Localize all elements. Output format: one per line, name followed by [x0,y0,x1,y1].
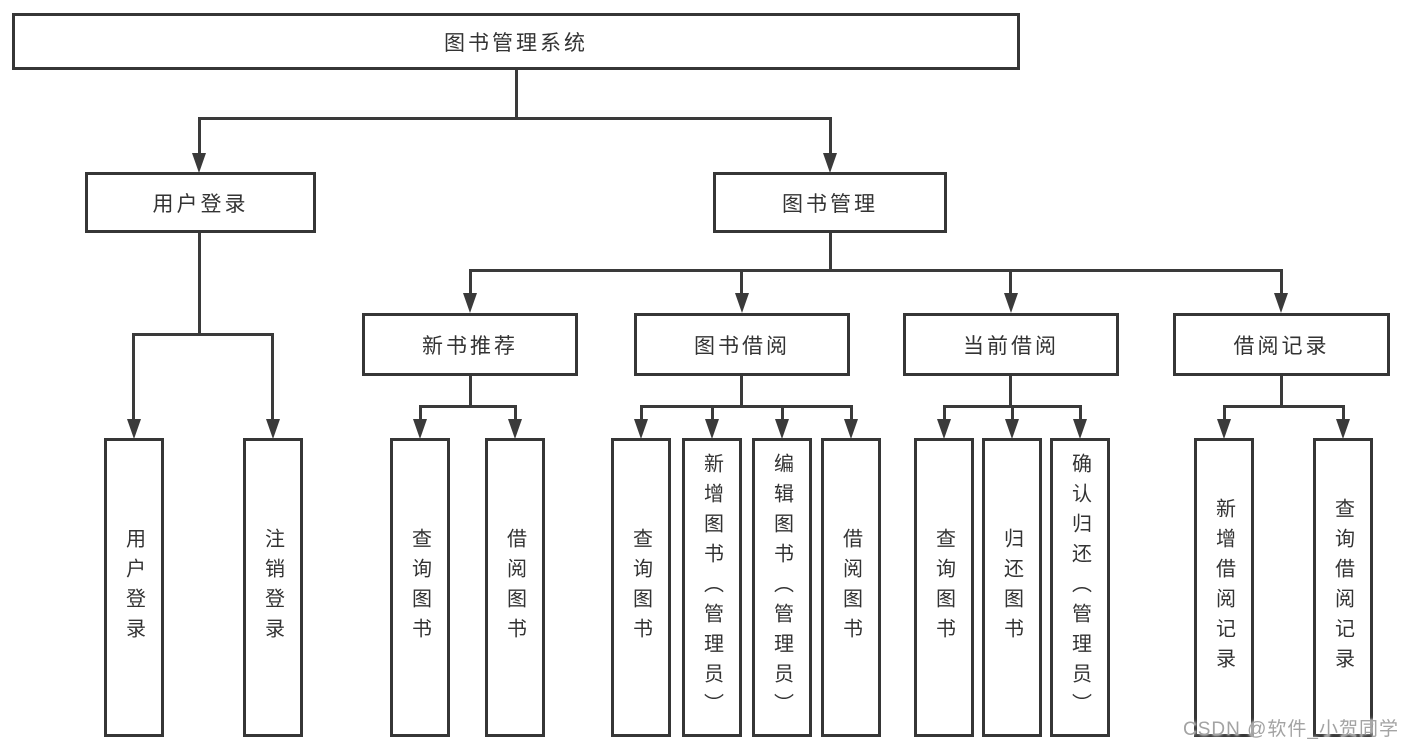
arrowhead-nbr-query [413,419,427,439]
connector-drop-user-login [198,117,201,154]
leaf-bb-add-books-admin: 新增图书（管理员） [682,438,742,737]
leaf-bb-edit-books-admin: 编辑图书（管理员） [752,438,812,737]
arrowhead-cb-query [937,419,951,439]
connector-drop-bb-borrow [850,405,853,421]
node-current-borrowing: 当前借阅 [903,313,1119,376]
node-book-management: 图书管理 [713,172,947,233]
connector-drop-cb-query [943,405,946,421]
leaf-br-query-borrow-record: 查询借阅记录 [1313,438,1373,737]
leaf-label: 查询图书 [629,527,652,648]
leaf-label: 新增借阅记录 [1212,497,1235,678]
connector-bb-hbar [640,405,853,408]
connector-drop-borrow-records [1280,269,1283,296]
connector-drop-bb-add [711,405,714,421]
connector-nbr-hbar [419,405,517,408]
arrowhead-cb-return [1005,419,1019,439]
arrowhead-user-login [192,153,206,173]
connector-drop-br-query [1342,405,1345,421]
leaf-label: 编辑图书（管理员） [770,452,793,723]
connector-root-hbar [198,117,832,120]
node-book-borrowing: 图书借阅 [634,313,850,376]
leaf-label: 注销登录 [261,527,284,648]
leaf-logout: 注销登录 [243,438,303,737]
connector-drop-bb-edit [781,405,784,421]
connector-nbr-stem [469,376,472,408]
connector-book-management-hbar [469,269,1283,272]
csdn-watermark: CSDN @软件_小贺同学 [1183,719,1399,740]
connector-cb-stem [1009,376,1012,408]
connector-root-stem [515,70,518,119]
leaf-label: 查询借阅记录 [1331,497,1354,678]
node-label: 当前借阅 [963,334,1059,358]
connector-drop-current-borrow [1009,269,1012,296]
leaf-bb-query-books: 查询图书 [611,438,671,737]
leaf-br-add-borrow-record: 新增借阅记录 [1194,438,1254,737]
arrowhead-book-management [823,153,837,173]
connector-drop-nbr-borrow [514,405,517,421]
connector-user-login-stem [198,233,201,336]
connector-drop-bb-query [640,405,643,421]
arrowhead-leaf-login [127,419,141,439]
node-borrowing-records: 借阅记录 [1173,313,1390,376]
arrowhead-cb-confirm [1073,419,1087,439]
leaf-nbr-query-books: 查询图书 [390,438,450,737]
leaf-cb-query-books: 查询图书 [914,438,974,737]
arrowhead-current-borrow [1004,293,1018,313]
connector-drop-book-borrow [740,269,743,296]
node-label: 新书推荐 [422,334,518,358]
leaf-label: 查询图书 [932,527,955,648]
connector-bb-stem [740,376,743,408]
leaf-label: 借阅图书 [839,527,862,648]
arrowhead-bb-edit [775,419,789,439]
node-library-management-system: 图书管理系统 [12,13,1020,70]
arrowhead-br-add [1217,419,1231,439]
arrowhead-bb-borrow [844,419,858,439]
arrowhead-bb-query [634,419,648,439]
arrowhead-nbr-borrow [508,419,522,439]
connector-drop-br-add [1223,405,1226,421]
connector-drop-leaf-login [132,333,135,421]
connector-drop-new-book [469,269,472,296]
node-label: 图书管理系统 [444,31,588,55]
leaf-user-login: 用户登录 [104,438,164,737]
connector-drop-cb-confirm [1079,405,1082,421]
node-label: 借阅记录 [1233,334,1330,358]
leaf-label: 确认归还（管理员） [1068,452,1091,723]
arrowhead-br-query [1336,419,1350,439]
arrowhead-borrow-records [1274,293,1288,313]
leaf-label: 新增图书（管理员） [700,452,723,723]
node-label: 图书管理 [782,192,878,216]
leaf-label: 归还图书 [1000,527,1023,648]
connector-drop-book-management [829,117,832,154]
arrowhead-leaf-logout [266,419,280,439]
connector-br-hbar [1223,405,1345,408]
node-label: 图书借阅 [694,334,790,358]
leaf-bb-borrow-books: 借阅图书 [821,438,881,737]
leaf-label: 借阅图书 [503,527,526,648]
leaf-cb-confirm-return-admin: 确认归还（管理员） [1050,438,1110,737]
leaf-label: 用户登录 [122,527,145,648]
connector-book-management-stem [829,233,832,272]
leaf-label: 查询图书 [408,527,431,648]
connector-drop-cb-return [1011,405,1014,421]
connector-drop-leaf-logout [271,333,274,421]
leaf-nbr-borrow-books: 借阅图书 [485,438,545,737]
arrowhead-book-borrow [735,293,749,313]
arrowhead-bb-add [705,419,719,439]
connector-br-stem [1280,376,1283,408]
connector-user-login-hbar [133,333,274,336]
node-user-login: 用户登录 [85,172,316,233]
arrowhead-new-book [463,293,477,313]
connector-drop-nbr-query [419,405,422,421]
node-new-book-recommend: 新书推荐 [362,313,578,376]
node-label: 用户登录 [152,192,249,216]
leaf-cb-return-books: 归还图书 [982,438,1042,737]
